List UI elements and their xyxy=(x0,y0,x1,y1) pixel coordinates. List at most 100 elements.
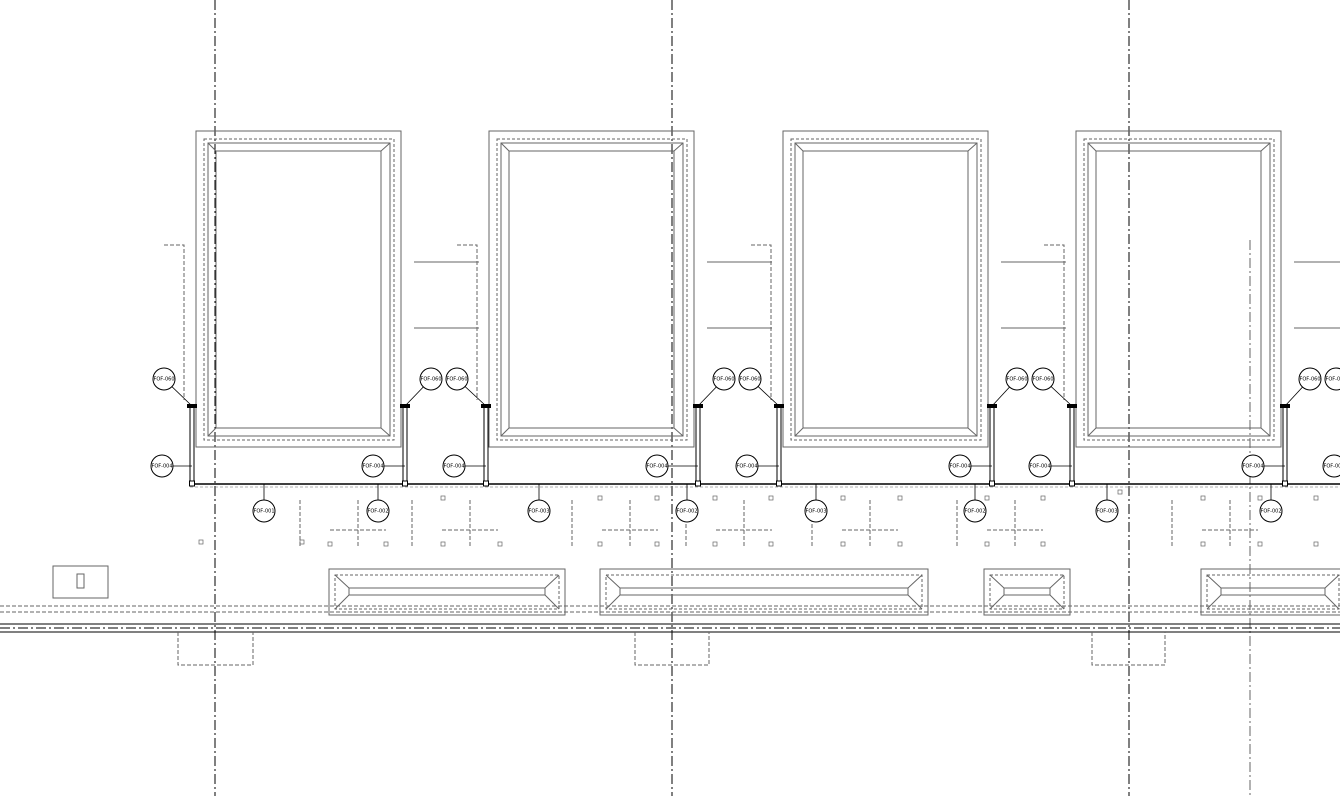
tag-label: FOF-003 xyxy=(805,509,826,515)
riser-base xyxy=(695,480,701,487)
tag-callout: FOF-004 xyxy=(948,454,992,478)
riser-conduit xyxy=(776,405,782,485)
tray-slot xyxy=(348,587,546,596)
anchor-square xyxy=(1117,489,1123,495)
tag-label: FOF-060 xyxy=(1299,377,1320,383)
riser-base xyxy=(483,480,489,487)
tag-circle xyxy=(366,499,390,523)
tag-callout: FOF-060 xyxy=(1284,367,1322,407)
tag-callout: FOF-004 xyxy=(361,454,405,478)
tray-corner xyxy=(989,594,1005,610)
tag-callout: FOF-004 xyxy=(1322,454,1340,478)
tag-label: FOF-060 xyxy=(739,377,760,383)
panel-corner xyxy=(380,427,391,437)
tag-callout: FOF-003 xyxy=(527,484,551,523)
riser-base xyxy=(1069,480,1075,487)
panel-corner xyxy=(500,427,510,437)
panel-inner xyxy=(1095,150,1262,429)
anchor-square xyxy=(383,541,389,547)
tag-label: FOF-004 xyxy=(1242,464,1263,470)
tray-dashed xyxy=(605,574,923,610)
tag-label: FOF-002 xyxy=(1260,509,1281,515)
footing-outline xyxy=(634,632,710,666)
tray-slot xyxy=(1220,587,1326,596)
panel-corner xyxy=(380,142,391,152)
anchor-square xyxy=(327,541,333,547)
tray-outer xyxy=(599,568,929,616)
tag-label: FOF-003 xyxy=(1096,509,1117,515)
anchor-square xyxy=(840,495,846,501)
tray-corner xyxy=(1049,594,1065,610)
tag-label: FOF-004 xyxy=(1323,464,1340,470)
tag-circle xyxy=(252,499,276,523)
anchor-square xyxy=(897,495,903,501)
tray-dashed xyxy=(334,574,560,610)
tag-circle xyxy=(1031,367,1055,391)
panel-corner xyxy=(967,142,978,152)
tag-circle xyxy=(1005,367,1029,391)
tray-corner xyxy=(907,574,923,589)
anchor-square xyxy=(597,495,603,501)
tag-callout: FOF-060 xyxy=(445,367,487,407)
tag-callout: FOF-004 xyxy=(1241,454,1285,478)
anchor-square xyxy=(712,495,718,501)
tag-callout: FOF-060 xyxy=(404,367,443,407)
riser-conduit xyxy=(989,405,995,485)
riser-conduit xyxy=(483,405,489,485)
tag-callout: FOF-003 xyxy=(1095,484,1119,523)
tag-callout: FOF-002 xyxy=(675,484,699,523)
tag-circle xyxy=(445,367,469,391)
tray-slot xyxy=(1003,587,1051,596)
tag-callout: FOF-001 xyxy=(252,484,276,523)
tag-callout: FOF-002 xyxy=(366,484,390,523)
tag-callout: FOF-004 xyxy=(735,454,779,478)
tag-circle xyxy=(1298,367,1322,391)
tag-callout: FOF-060 xyxy=(1031,367,1073,407)
panel-dashed xyxy=(496,138,688,441)
tray-corner xyxy=(1324,574,1340,589)
anchor-square xyxy=(768,541,774,547)
tag-callout: FOF-003 xyxy=(804,484,828,523)
tag-callout: FOF-060 xyxy=(1324,367,1340,391)
anchor-square xyxy=(597,541,603,547)
riser-base xyxy=(1282,480,1288,487)
tag-circle xyxy=(804,499,828,523)
anchor-square xyxy=(654,541,660,547)
tray-corner xyxy=(989,574,1005,589)
tray-corner xyxy=(605,594,621,610)
tag-circle xyxy=(1259,499,1283,523)
panel xyxy=(457,130,772,448)
anchor-square xyxy=(654,495,660,501)
dashed-outline xyxy=(1044,244,1065,400)
panel-corner xyxy=(207,427,217,437)
panel-corner xyxy=(794,142,804,152)
floor-tray xyxy=(1200,568,1340,616)
tray-slot xyxy=(619,587,909,596)
panel-corner xyxy=(794,427,804,437)
tag-label: FOF-004 xyxy=(443,464,464,470)
tag-circle xyxy=(712,367,736,391)
tray-corner xyxy=(907,594,923,610)
tag-label: FOF-060 xyxy=(1325,377,1340,383)
panel-dashed xyxy=(790,138,982,441)
tag-circle xyxy=(1028,454,1052,478)
floor-trays xyxy=(198,489,1340,616)
anchor-square xyxy=(1313,495,1319,501)
panel-outer xyxy=(782,130,989,448)
tag-circle xyxy=(675,499,699,523)
tag-callout: FOF-060 xyxy=(991,367,1029,407)
tag-circle xyxy=(1324,367,1340,391)
tag-label: FOF-004 xyxy=(362,464,383,470)
tag-circle xyxy=(527,499,551,523)
panel-outer xyxy=(488,130,695,448)
anchor-square xyxy=(1200,541,1206,547)
panel-frame xyxy=(500,142,684,437)
anchor-square xyxy=(497,541,503,547)
tray-corner xyxy=(544,594,560,610)
tag-label: FOF-060 xyxy=(1006,377,1027,383)
tray-corner xyxy=(1049,574,1065,589)
tag-label: FOF-004 xyxy=(736,464,757,470)
tag-circle xyxy=(152,367,176,391)
